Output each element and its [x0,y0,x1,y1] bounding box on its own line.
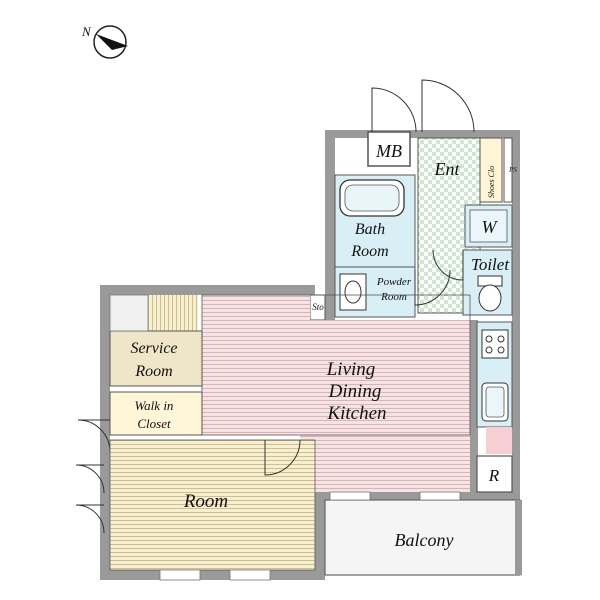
refrigerator-label: R [488,466,500,485]
service-room [109,330,203,387]
mb-label: MB [375,141,402,161]
ldk-label-2: Dining [328,381,382,402]
walk-in-closet [109,391,203,436]
compass-letter: N [81,24,92,39]
shoes-closet-label: Shoes Clo [487,166,496,198]
balcony [324,499,521,576]
room-door [264,439,301,476]
pipe-space [503,137,513,203]
service-closet [148,295,198,331]
powder-label-2: Room [380,291,407,303]
toilet-bowl-icon [478,284,502,312]
ldk-label-3: Kitchen [326,403,386,424]
room-side-windows [75,464,105,534]
bath-label-2: Room [350,243,388,260]
service-label-2: Room [134,363,172,380]
entry-doors [371,79,475,133]
north-arrow-icon [96,34,128,50]
toilet-door [432,249,464,281]
service-label-1: Service [130,340,177,357]
powder-label-1: Powder [376,276,412,288]
room-bottom-windows [159,569,271,581]
washer-label: W [482,217,499,237]
bath-label-1: Bath [355,221,385,238]
toilet-label: Toilet [471,255,510,274]
ps-label: PS [508,166,517,174]
ldk-floor-right [310,320,470,492]
room-label: Room [183,491,228,512]
meter-box [367,131,411,167]
kitchen-pink-area [486,427,512,454]
closet-door [77,419,111,453]
stove-icon [481,329,509,359]
storage-label: Sto [312,302,324,312]
compass: N [81,24,128,59]
refrigerator [476,455,513,493]
ldk-label-1: Living [326,359,376,380]
ldk-floor-left [202,295,310,435]
walkin-label-1: Walk in [135,398,174,413]
shoes-closet [479,137,503,203]
ldk-windows [329,491,461,501]
room-floor [110,440,300,570]
entrance-label: Ent [434,159,461,179]
walkin-label-2: Closet [137,416,171,431]
balcony-label: Balcony [395,530,454,550]
walls [100,130,520,580]
